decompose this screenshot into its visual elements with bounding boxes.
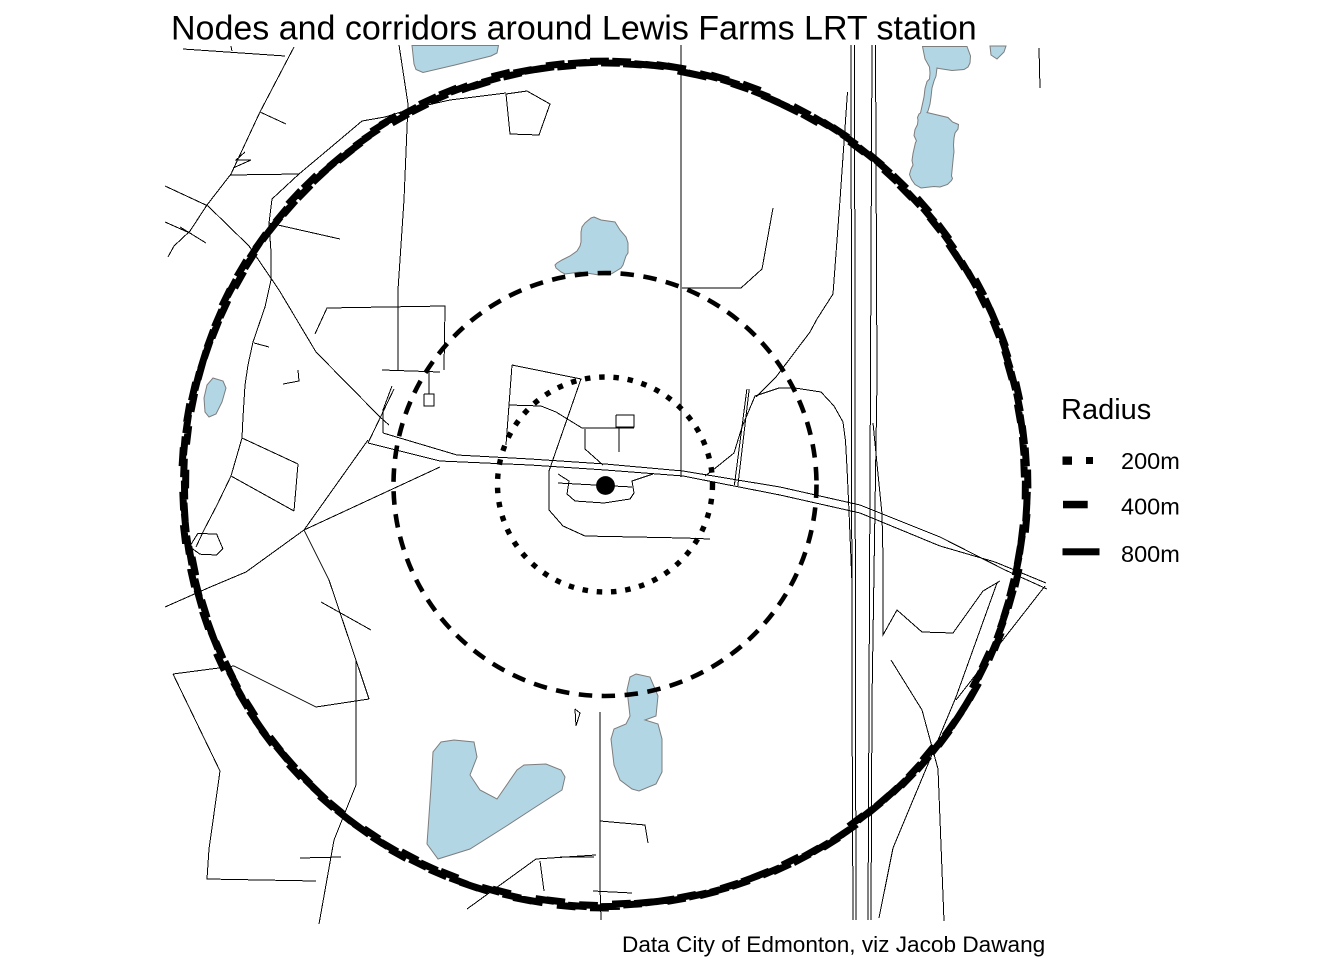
svg-text:Data City of Edmonton, viz Jac: Data City of Edmonton, viz Jacob Dawang — [622, 932, 1045, 957]
svg-text:400m: 400m — [1121, 494, 1180, 520]
svg-text:800m: 800m — [1121, 541, 1180, 567]
svg-text:200m: 200m — [1121, 448, 1180, 474]
svg-text:Radius: Radius — [1061, 394, 1151, 426]
svg-text:Nodes and corridors around Lew: Nodes and corridors around Lewis Farms L… — [171, 10, 977, 48]
